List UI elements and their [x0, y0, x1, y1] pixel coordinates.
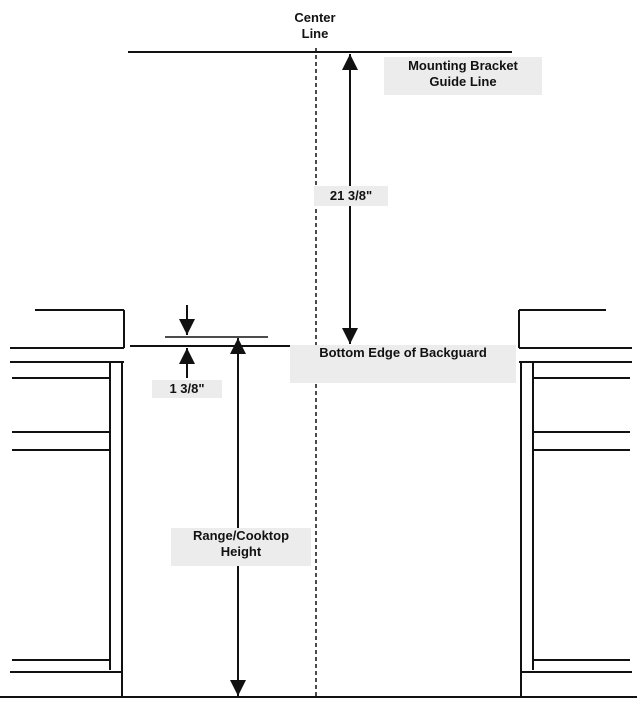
range-height-label-line1: Range/Cooktop: [192, 528, 290, 543]
mounting-bracket-label-line1: Mounting Bracket: [408, 58, 518, 73]
offset-distance-label: 1 3/8": [152, 380, 222, 398]
range-height-label-line2: Height: [220, 544, 262, 559]
bracket-distance-label: 21 3/8": [314, 186, 388, 206]
mounting-bracket-label-line2: Guide Line: [429, 74, 497, 89]
center-line-label: Center Line: [270, 10, 360, 42]
bottom-edge-label: Bottom Edge of Backguard: [290, 345, 516, 383]
center-line-label-line2: Line: [301, 26, 329, 41]
range-height-label: Range/Cooktop Height: [171, 528, 311, 566]
center-line-label-line1: Center: [294, 10, 336, 25]
left-cabinet: [10, 309, 125, 697]
right-cabinet: [518, 309, 632, 697]
mounting-bracket-label: Mounting Bracket Guide Line: [384, 57, 542, 95]
